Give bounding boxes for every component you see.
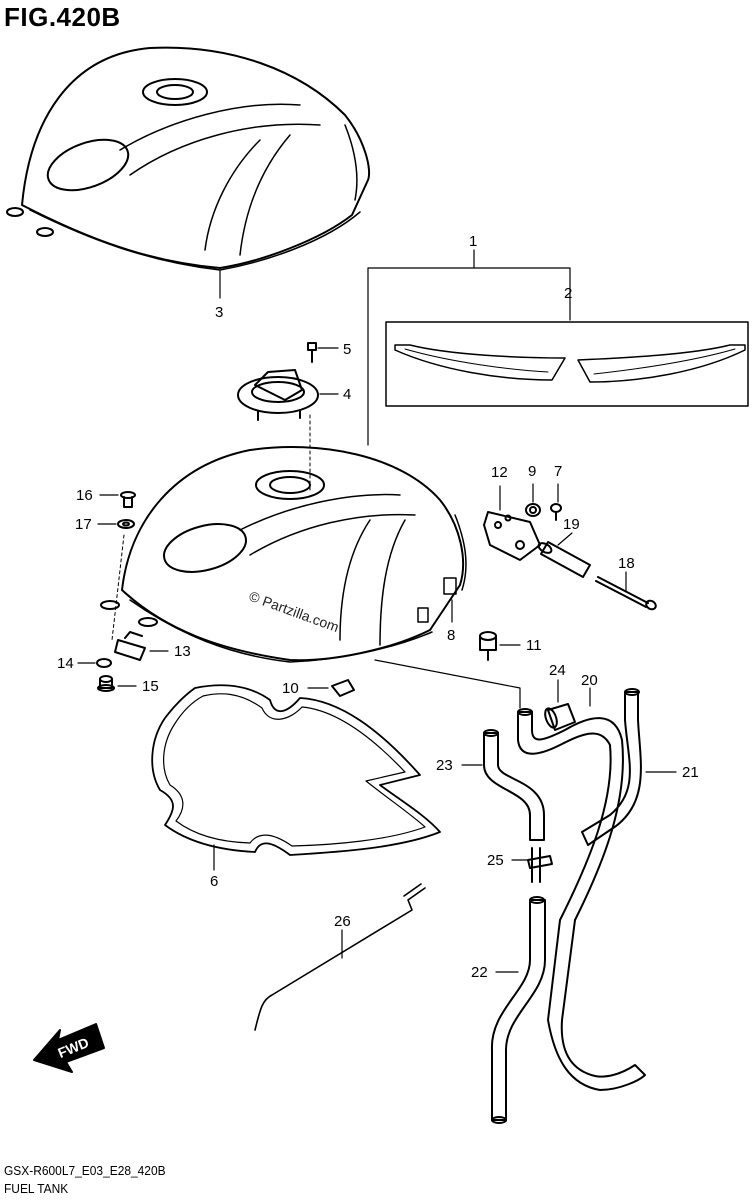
part-fuel-tank [100,446,467,663]
callout-23: 23 [436,757,453,774]
part-screw-5 [307,342,317,363]
part-bolt-16 [120,491,136,508]
part-bolt-7 [550,503,562,521]
part-joint-25 [527,847,553,883]
callout-17: 17 [75,516,92,533]
part-hose-23 [483,729,545,841]
callout-18: 18 [618,555,635,572]
leader-tank-outlet [374,659,521,709]
part-decals [394,344,746,383]
callout-16: 16 [76,487,93,504]
part-cushion-14 [96,658,112,668]
part-tank-cover [6,46,371,271]
part-fuel-cap [237,369,319,421]
decal-set-box [385,321,749,407]
callout-4: 4 [343,386,351,403]
callout-26: 26 [334,913,351,930]
part-hose-22 [490,896,546,1124]
callout-19: 19 [563,516,580,533]
watermark-text: © Partzilla.com [247,588,341,635]
callout-10: 10 [282,680,299,697]
callout-15: 15 [142,678,159,695]
footer-diagram-code: GSX-R600L7_E03_E28_420B [4,1163,166,1178]
part-clip-10 [331,679,355,697]
callout-7: 7 [554,463,562,480]
callout-3: 3 [215,304,223,321]
callout-21: 21 [682,764,699,781]
fwd-arrow-icon: FWD [33,1023,105,1073]
part-damper-24 [544,703,576,731]
callout-13: 13 [174,643,191,660]
callout-20: 20 [581,672,598,689]
figure-title: FIG.420B [4,2,121,32]
callout-9: 9 [528,463,536,480]
part-washer-17 [117,519,135,529]
callout-24: 24 [549,662,566,679]
part-grommet-9 [525,503,541,517]
part-bolt-18 [595,576,657,611]
callout-22: 22 [471,964,488,981]
callout-14: 14 [57,655,74,672]
part-collar-15 [97,675,115,692]
part-prop-rod [254,883,426,1031]
callout-1: 1 [469,233,477,250]
callout-6: 6 [210,873,218,890]
callout-25: 25 [487,852,504,869]
part-spacer-19 [537,541,591,578]
callout-labels: 1 2 3 4 5 6 7 8 9 10 11 12 13 14 15 16 1… [57,233,699,981]
callout-2: 2 [564,285,572,302]
part-bracket-13 [114,631,146,661]
part-valve-11 [479,631,497,661]
callout-5: 5 [343,341,351,358]
part-hose-21 [581,688,642,846]
callout-8: 8 [447,627,455,644]
callout-12: 12 [491,464,508,481]
footer-diagram-name: FUEL TANK [4,1181,69,1196]
part-hose-20 [517,708,646,1091]
callout-11: 11 [526,637,542,654]
part-bracket-12 [483,511,541,561]
leader-1-bracket [367,267,571,446]
part-seal [151,684,441,856]
